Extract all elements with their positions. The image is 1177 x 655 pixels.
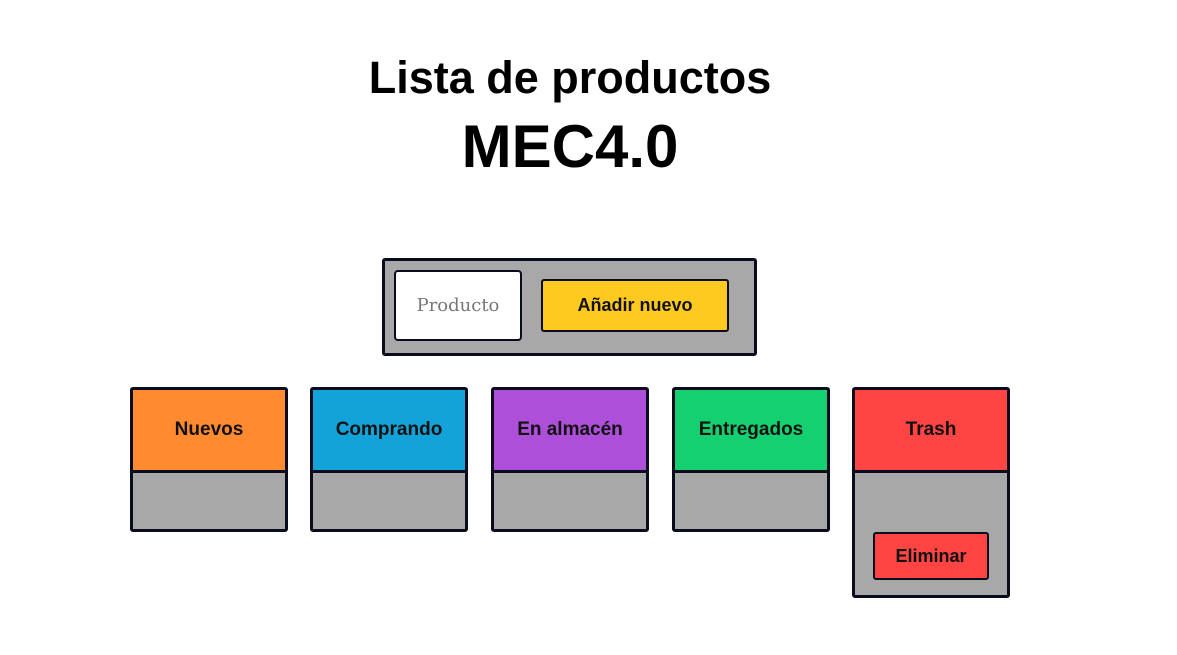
page-subtitle: MEC4.0 — [461, 113, 679, 180]
column-dropzone[interactable] — [494, 473, 646, 529]
column-header: Entregados — [675, 390, 827, 473]
column-header: Nuevos — [133, 390, 285, 473]
column-header: Trash — [855, 390, 1007, 473]
column-comprando[interactable]: Comprando — [310, 387, 468, 532]
column-dropzone[interactable] — [675, 473, 827, 529]
column-dropzone[interactable]: Eliminar — [855, 473, 1007, 595]
add-new-button[interactable]: Añadir nuevo — [541, 279, 729, 332]
column-en-almacen[interactable]: En almacén — [491, 387, 649, 532]
column-nuevos[interactable]: Nuevos — [130, 387, 288, 532]
product-input[interactable] — [394, 270, 522, 341]
column-entregados[interactable]: Entregados — [672, 387, 830, 532]
column-dropzone[interactable] — [133, 473, 285, 529]
add-product-form: Añadir nuevo — [382, 258, 757, 356]
column-trash[interactable]: Trash Eliminar — [852, 387, 1010, 598]
column-header: Comprando — [313, 390, 465, 473]
column-header: En almacén — [494, 390, 646, 473]
delete-button[interactable]: Eliminar — [873, 532, 989, 580]
column-dropzone[interactable] — [313, 473, 465, 529]
page-title: Lista de productos — [368, 52, 772, 103]
